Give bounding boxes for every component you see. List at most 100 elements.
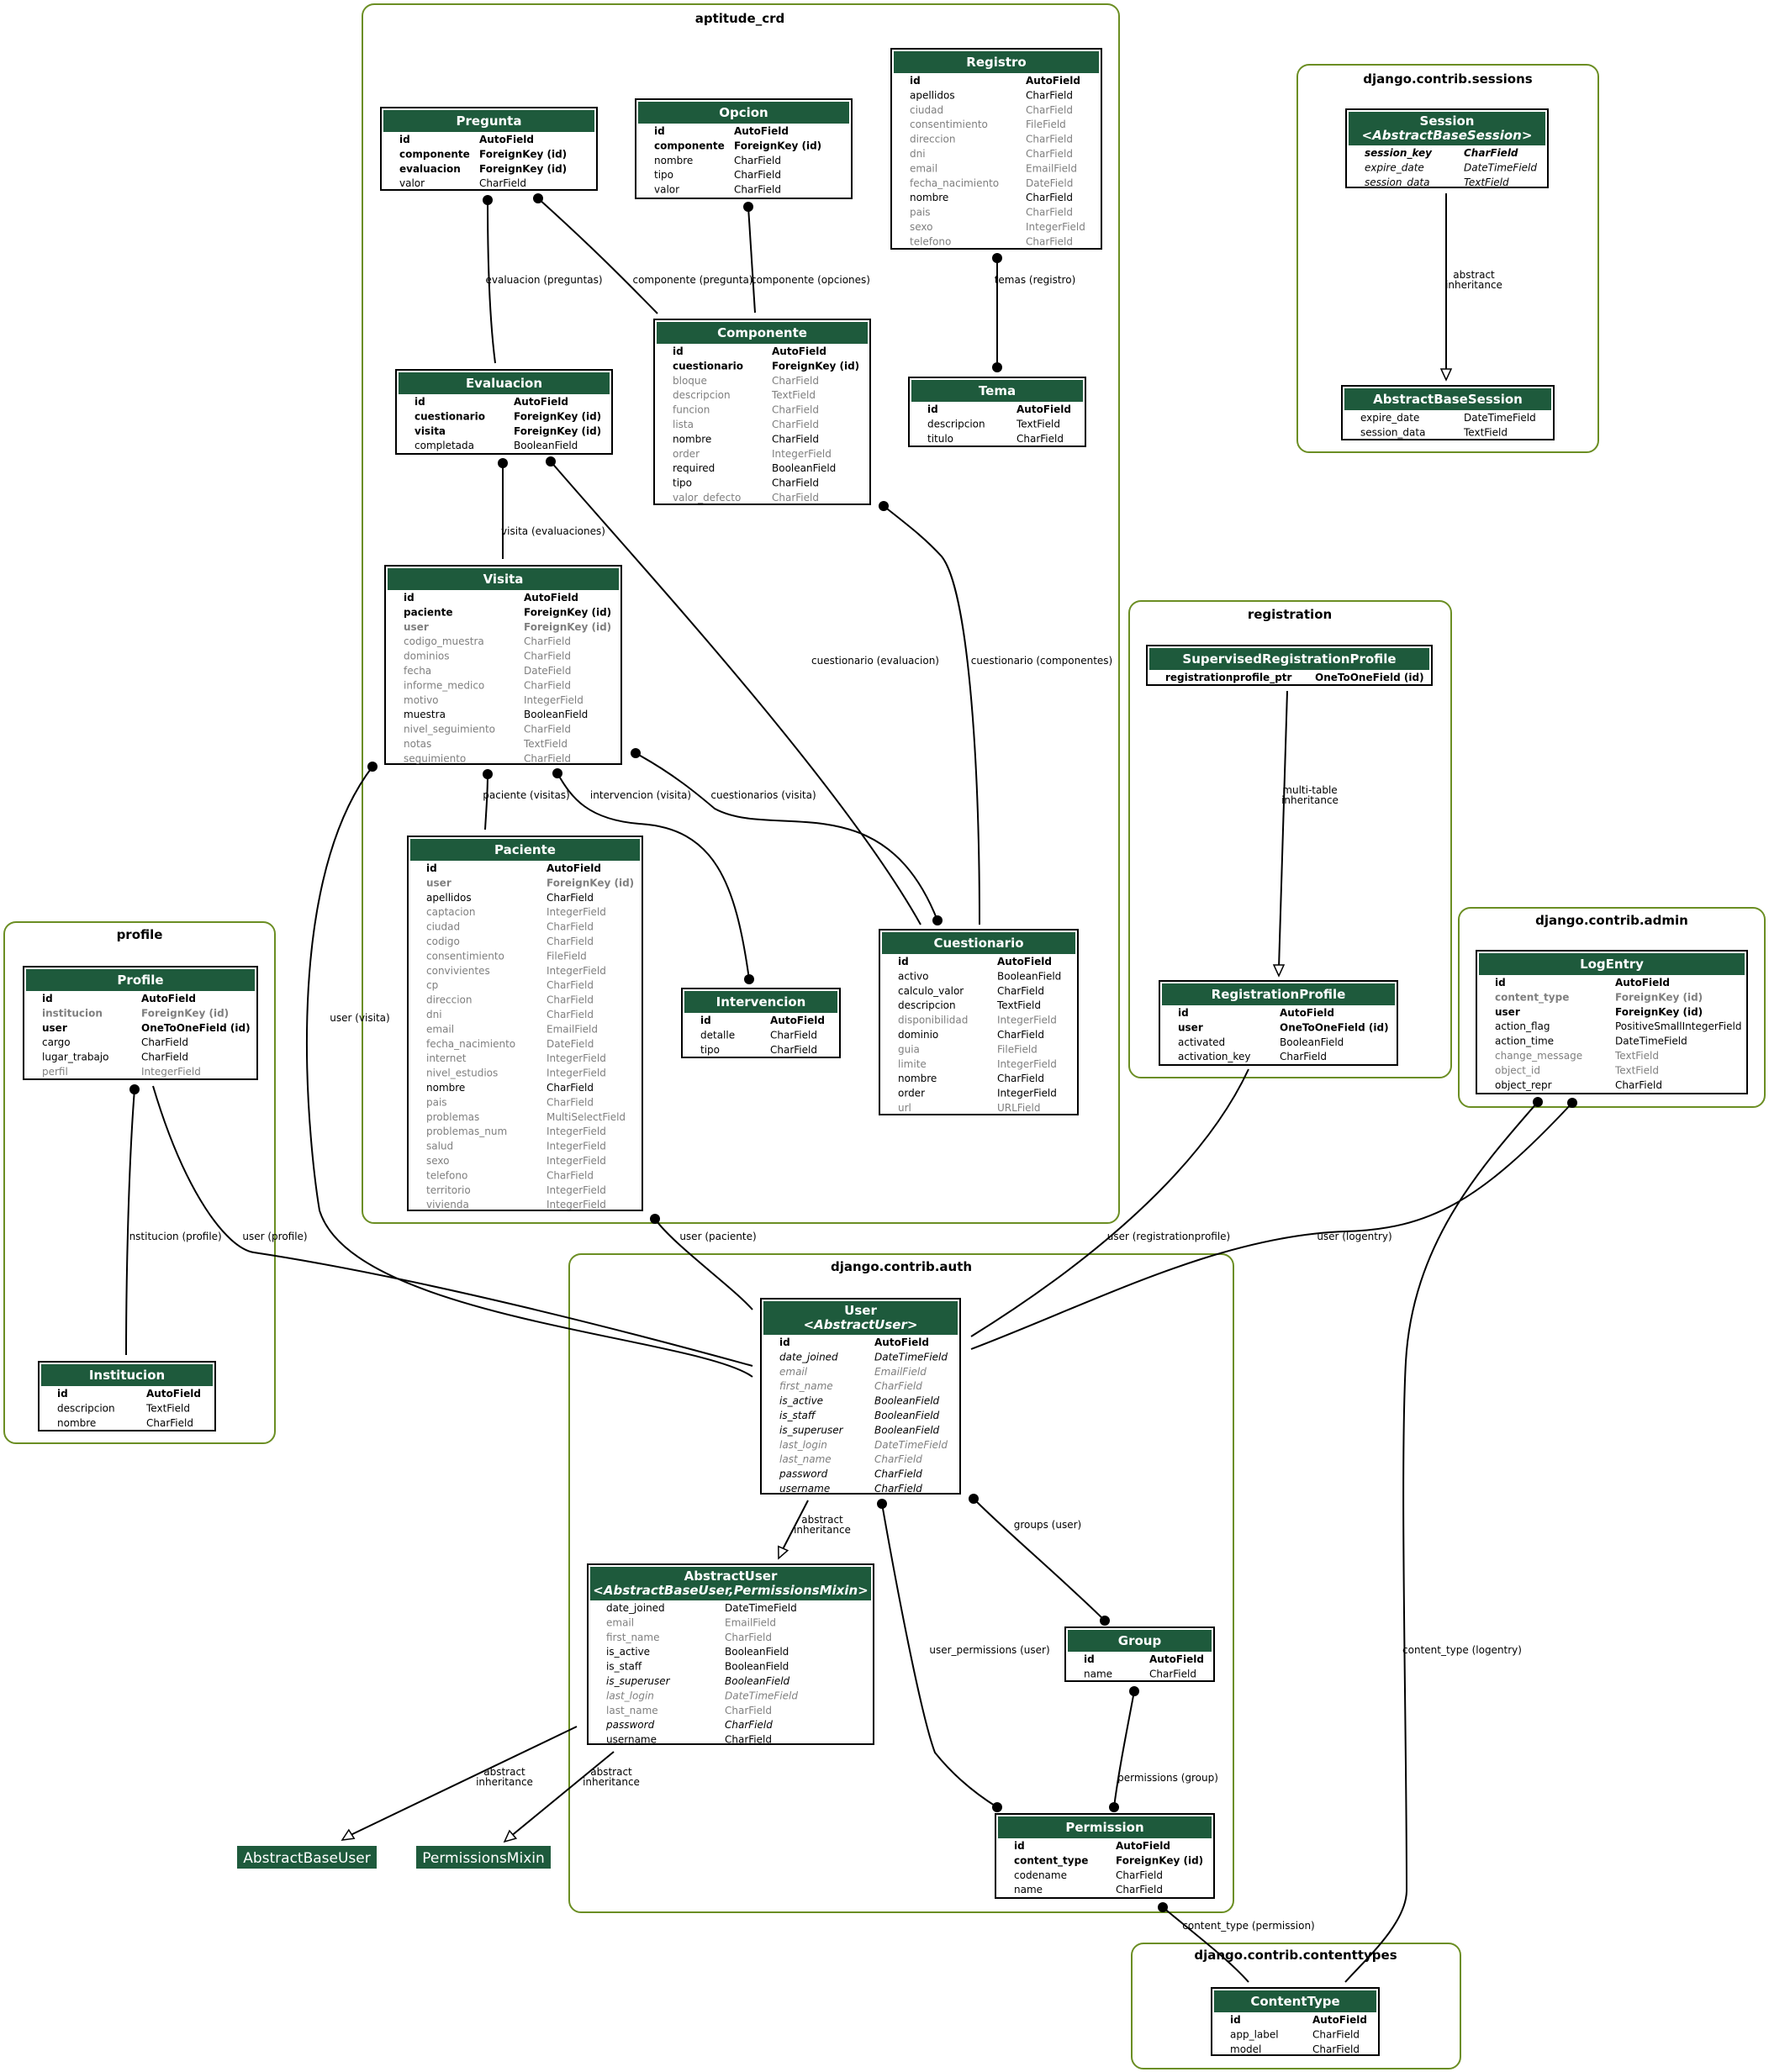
field-name: descripcion — [898, 999, 956, 1011]
field-type: EmailField — [725, 1616, 776, 1628]
field-type: ForeignKey (id) — [772, 360, 859, 372]
field-type: CharField — [1312, 2043, 1360, 2055]
field-name: descripcion — [673, 389, 731, 401]
field-type: CharField — [997, 1029, 1044, 1041]
field-type: CharField — [772, 419, 819, 430]
field-type: PositiveSmallIntegerField — [1615, 1020, 1741, 1032]
model-node-abstractuser[interactable]: AbstractUser<AbstractBaseUser,Permission… — [587, 1563, 874, 1746]
field-name: cuestionario — [415, 410, 485, 422]
field-type: ForeignKey (id) — [734, 140, 821, 151]
edge-label: permissions (group) — [1117, 1772, 1218, 1784]
field-name: valor_defecto — [673, 492, 741, 504]
field-name: motivo — [404, 694, 439, 706]
field-name: pais — [426, 1096, 447, 1108]
field-type: IntegerField — [547, 1126, 606, 1137]
field-name: id — [404, 592, 415, 604]
field-name: valor — [399, 177, 425, 189]
field-type: CharField — [997, 1073, 1044, 1084]
field-name: nombre — [898, 1073, 937, 1084]
model-title: Session — [1420, 113, 1475, 129]
field-name: id — [415, 396, 425, 408]
field-type: CharField — [547, 979, 594, 991]
field-type: CharField — [770, 1029, 817, 1041]
field-type: CharField — [524, 724, 571, 735]
field-name: content_type — [1014, 1854, 1088, 1867]
field-name: seguimiento — [404, 752, 466, 764]
relation-endpoint-dot — [1533, 1097, 1543, 1107]
inheritance-arrowhead — [1272, 964, 1286, 978]
model-node-supervisedregistrationprofile[interactable]: SupervisedRegistrationProfileregistratio… — [1146, 645, 1433, 686]
field-name: internet — [426, 1052, 467, 1064]
field-type: TextField — [1614, 1064, 1659, 1076]
field-type: AutoField — [997, 956, 1052, 967]
field-type: OneToOneField (id) — [1315, 672, 1424, 683]
model-header — [1344, 388, 1551, 410]
relation-edge — [125, 1089, 135, 1356]
relation-endpoint-dot — [1567, 1098, 1577, 1108]
field-name: consentimiento — [426, 950, 504, 962]
field-type: IntegerField — [547, 1199, 606, 1210]
edge-label: temas (registro) — [995, 274, 1076, 286]
field-type: BooleanField — [997, 970, 1061, 982]
model-title: AbstractUser — [684, 1568, 778, 1584]
model-subtitle: <AbstractBaseUser,PermissionsMixin> — [593, 1583, 868, 1598]
field-type: AutoField — [1017, 403, 1071, 415]
field-name: codigo — [426, 936, 460, 947]
field-name: completada — [415, 440, 474, 451]
model-header — [894, 51, 1099, 73]
model-header — [998, 1816, 1212, 1838]
model-title: Visita — [483, 572, 524, 587]
field-name: tipo — [673, 477, 692, 489]
field-type: IntegerField — [547, 1184, 606, 1196]
field-type: TextField — [1464, 177, 1509, 188]
field-name: is_active — [606, 1646, 650, 1658]
field-type: CharField — [725, 1632, 772, 1643]
relation-endpoint-dot — [367, 762, 378, 772]
field-name: apellidos — [910, 89, 955, 101]
field-type: CharField — [725, 1719, 773, 1731]
field-name: email — [426, 1023, 454, 1035]
field-type: ForeignKey (id) — [479, 148, 567, 160]
field-name: detalle — [700, 1029, 735, 1041]
relation-edge — [484, 773, 488, 830]
field-type: ForeignKey (id) — [547, 877, 634, 888]
base-class-node-abstractbaseuser[interactable]: AbstractBaseUser — [237, 1846, 377, 1869]
edge-label: abstract — [801, 1514, 843, 1526]
relation-endpoint-dot — [1129, 1686, 1139, 1696]
field-type: ForeignKey (id) — [514, 425, 601, 437]
field-name: guia — [898, 1043, 920, 1055]
relation-edge — [1344, 1101, 1539, 1983]
field-type: AutoField — [141, 993, 196, 1004]
model-header — [590, 1567, 871, 1600]
field-name: telefono — [426, 1169, 467, 1181]
field-type: TextField — [1463, 426, 1508, 438]
field-name: order — [673, 448, 700, 460]
edge-label: visita (evaluaciones) — [501, 525, 605, 537]
field-name: disponibilidad — [898, 1015, 968, 1026]
model-title: Paciente — [494, 842, 556, 857]
relation-edge — [747, 206, 756, 314]
base-class-node-permissionsmixin[interactable]: PermissionsMixin — [416, 1846, 551, 1869]
field-name: nombre — [673, 433, 711, 445]
field-type: CharField — [772, 477, 819, 489]
